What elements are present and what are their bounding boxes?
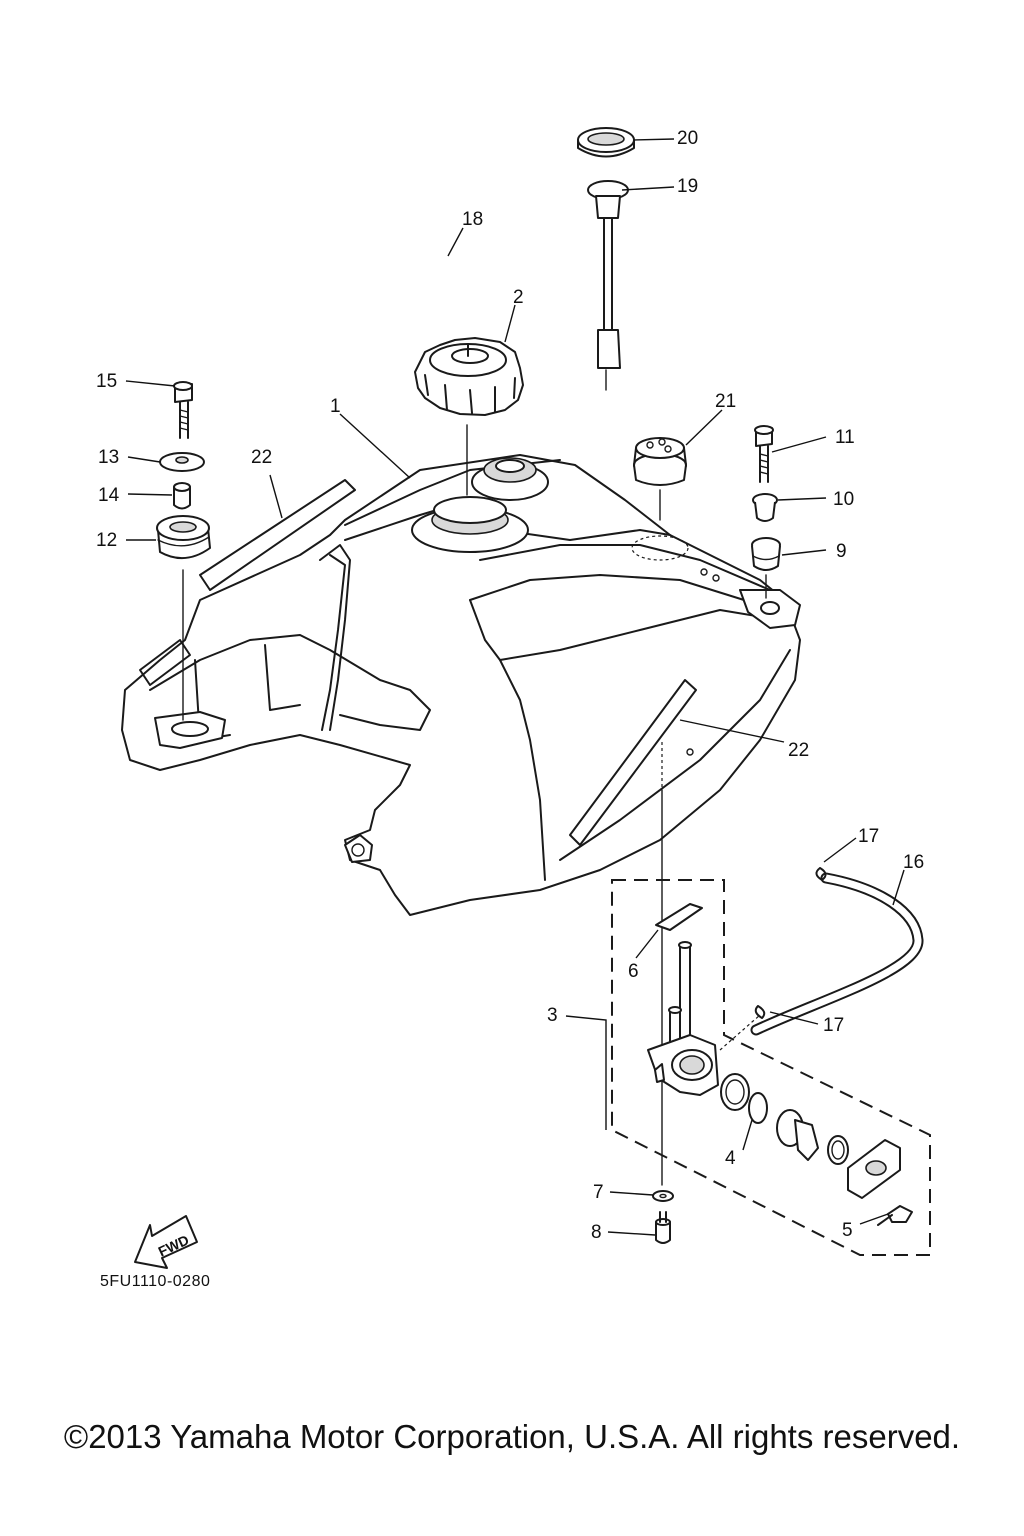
- fuel-tank[interactable]: [121, 454, 801, 916]
- callout-15: 15: [96, 371, 117, 392]
- bolt-15[interactable]: [173, 381, 193, 439]
- callout-leaders: [125, 138, 905, 1236]
- callout-7: 7: [593, 1182, 604, 1203]
- callout-18: 18: [462, 209, 483, 230]
- fwd-arrow-icon: FWD: [134, 1215, 198, 1269]
- damper-9[interactable]: [751, 537, 781, 571]
- callout-11: 11: [835, 427, 855, 448]
- callout-22-lower: 22: [788, 740, 809, 761]
- callout-10: 10: [833, 489, 854, 510]
- callout-13: 13: [98, 447, 119, 468]
- breather-hose[interactable]: [238, 252, 480, 322]
- callout-19: 19: [677, 176, 698, 197]
- callout-9: 9: [836, 541, 847, 562]
- callout-3: 3: [547, 1005, 558, 1026]
- callout-4: 4: [725, 1148, 736, 1169]
- damper-strip-lower[interactable]: [569, 679, 697, 846]
- gauge-seal[interactable]: [577, 127, 635, 158]
- fuel-cock-assembly[interactable]: [611, 879, 931, 1256]
- diagram-code: 5FU1110-0280: [100, 1273, 211, 1290]
- callout-5: 5: [842, 1220, 853, 1241]
- callout-22-upper: 22: [251, 447, 272, 468]
- collar-10[interactable]: [752, 493, 778, 522]
- damper-strip-upper[interactable]: [199, 479, 356, 591]
- hose-clip-lower[interactable]: [754, 1005, 766, 1019]
- callout-labels: 1 2 3 4 5 6 7 8 9 10 11 12 13 14 15 16 1…: [96, 128, 924, 1243]
- callout-14: 14: [98, 485, 120, 506]
- washer-13[interactable]: [159, 452, 205, 472]
- callout-2: 2: [513, 287, 524, 308]
- fuel-cap[interactable]: [414, 337, 524, 416]
- callout-16: 16: [903, 852, 924, 873]
- collar-14[interactable]: [173, 482, 191, 510]
- hose-clip-upper[interactable]: [815, 867, 827, 881]
- grommet[interactable]: [633, 437, 687, 486]
- fuel-hose[interactable]: [750, 872, 924, 1036]
- copyright-notice: ©2013 Yamaha Motor Corporation, U.S.A. A…: [63, 1418, 961, 1455]
- callout-6: 6: [628, 961, 639, 982]
- washer-7[interactable]: [652, 1190, 674, 1202]
- fuel-gauge[interactable]: [587, 180, 629, 369]
- bolt-8[interactable]: [655, 1211, 671, 1244]
- callout-17-lower: 17: [823, 1015, 844, 1036]
- callout-21: 21: [715, 391, 736, 412]
- callout-20: 20: [677, 128, 698, 149]
- bolt-11[interactable]: [754, 425, 774, 483]
- callout-8: 8: [591, 1222, 602, 1243]
- callout-17-upper: 17: [858, 826, 879, 847]
- callout-1: 1: [330, 396, 341, 417]
- damper-12[interactable]: [156, 515, 211, 559]
- callout-12: 12: [96, 530, 117, 551]
